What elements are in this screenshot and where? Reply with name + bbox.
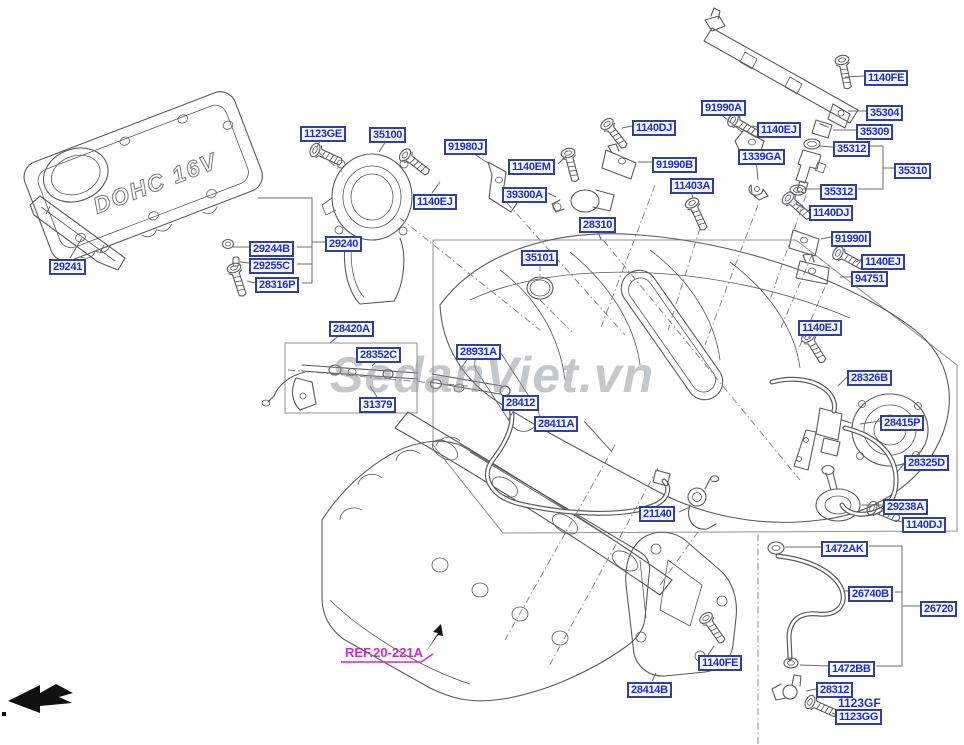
front-direction-icon bbox=[2, 684, 73, 716]
part-label-31379-35[interactable]: 31379 bbox=[359, 397, 397, 413]
part-label-39300a-16[interactable]: 39300A bbox=[502, 187, 547, 203]
part-label-91990a-1[interactable]: 91990A bbox=[701, 100, 746, 116]
part-label-1140dj-3[interactable]: 1140DJ bbox=[632, 120, 677, 136]
part-label-28325d-38[interactable]: 28325D bbox=[904, 455, 949, 471]
part-label-1140dj-18[interactable]: 1140DJ bbox=[809, 205, 854, 221]
part-label-28310-19[interactable]: 28310 bbox=[579, 217, 617, 233]
assembly-dash-lines bbox=[288, 152, 825, 668]
part-label-91990i-20[interactable]: 91990I bbox=[831, 231, 871, 247]
throttle-body-art bbox=[322, 154, 412, 304]
ref-callout bbox=[341, 624, 443, 662]
part-label-1123ge-6[interactable]: 1123GE bbox=[300, 126, 346, 142]
part-label-35312-9[interactable]: 35312 bbox=[833, 141, 871, 157]
part-label-1140ej-17[interactable]: 1140EJ bbox=[413, 194, 457, 210]
part-label-1339ga-10[interactable]: 1339GA bbox=[738, 149, 786, 165]
part-label-28326b-33[interactable]: 28326B bbox=[847, 370, 892, 386]
purge-system-art bbox=[688, 379, 896, 700]
part-label-11403a-14[interactable]: 11403A bbox=[670, 178, 715, 194]
part-label-26720-44[interactable]: 26720 bbox=[920, 601, 958, 617]
part-label-26740b-43[interactable]: 26740B bbox=[848, 586, 893, 602]
part-label-1472bb-46[interactable]: 1472BB bbox=[828, 661, 875, 677]
part-label-28415p-36[interactable]: 28415P bbox=[880, 415, 925, 431]
part-label-29255c-25[interactable]: 29255C bbox=[249, 258, 294, 274]
part-label-1140fe-45[interactable]: 1140FE bbox=[698, 655, 743, 671]
part-label-94751-27[interactable]: 94751 bbox=[851, 271, 889, 287]
part-label-1140dj-41[interactable]: 1140DJ bbox=[902, 517, 947, 533]
part-label-28414b-47[interactable]: 28414B bbox=[627, 682, 672, 698]
part-label-28412-34[interactable]: 28412 bbox=[502, 395, 540, 411]
leader-lines bbox=[70, 76, 904, 714]
callout-frames bbox=[258, 146, 957, 745]
part-label-35100-7[interactable]: 35100 bbox=[369, 127, 407, 143]
part-label-29241-26[interactable]: 29241 bbox=[49, 259, 87, 275]
part-label-35304-2[interactable]: 35304 bbox=[866, 105, 904, 121]
part-label-1140em-12[interactable]: 1140EM bbox=[508, 159, 555, 175]
part-label-28931a-31[interactable]: 28931A bbox=[456, 344, 501, 360]
part-label-28316p-28[interactable]: 28316P bbox=[255, 277, 300, 293]
ref-link-20-221a[interactable]: REF.20-221A bbox=[345, 645, 424, 660]
part-label-plain-1123gf: 1123GF bbox=[838, 696, 881, 710]
fuel-rail-art bbox=[704, 8, 858, 200]
part-label-28352c-32[interactable]: 28352C bbox=[356, 347, 401, 363]
part-label-28420a-30[interactable]: 28420A bbox=[329, 321, 374, 337]
part-label-1140ej-29[interactable]: 1140EJ bbox=[798, 320, 842, 336]
cylinder-head-art bbox=[322, 437, 650, 701]
part-label-28312-48[interactable]: 28312 bbox=[816, 682, 854, 698]
part-label-35309-5[interactable]: 35309 bbox=[856, 124, 894, 140]
part-label-29238a-39[interactable]: 29238A bbox=[883, 499, 928, 515]
part-label-1140ej-4[interactable]: 1140EJ bbox=[757, 122, 801, 138]
part-label-1123gg-49[interactable]: 1123GG bbox=[835, 709, 883, 725]
part-label-35310-13[interactable]: 35310 bbox=[894, 163, 932, 179]
part-label-29244b-22[interactable]: 29244B bbox=[249, 241, 294, 257]
part-label-28411a-37[interactable]: 28411A bbox=[534, 416, 579, 432]
part-label-29240-21[interactable]: 29240 bbox=[325, 236, 363, 252]
part-label-1140ej-24[interactable]: 1140EJ bbox=[861, 254, 905, 270]
part-label-35101-23[interactable]: 35101 bbox=[521, 250, 559, 266]
pcv-pipe-art bbox=[262, 365, 670, 513]
part-label-91980j-8[interactable]: 91980J bbox=[444, 139, 487, 155]
part-label-1140fe-0[interactable]: 1140FE bbox=[864, 70, 909, 86]
part-label-1472ak-42[interactable]: 1472AK bbox=[821, 541, 868, 557]
part-label-21140-40[interactable]: 21140 bbox=[639, 506, 676, 522]
part-label-35312-15[interactable]: 35312 bbox=[820, 184, 858, 200]
part-label-91990b-11[interactable]: 91990B bbox=[652, 157, 697, 173]
